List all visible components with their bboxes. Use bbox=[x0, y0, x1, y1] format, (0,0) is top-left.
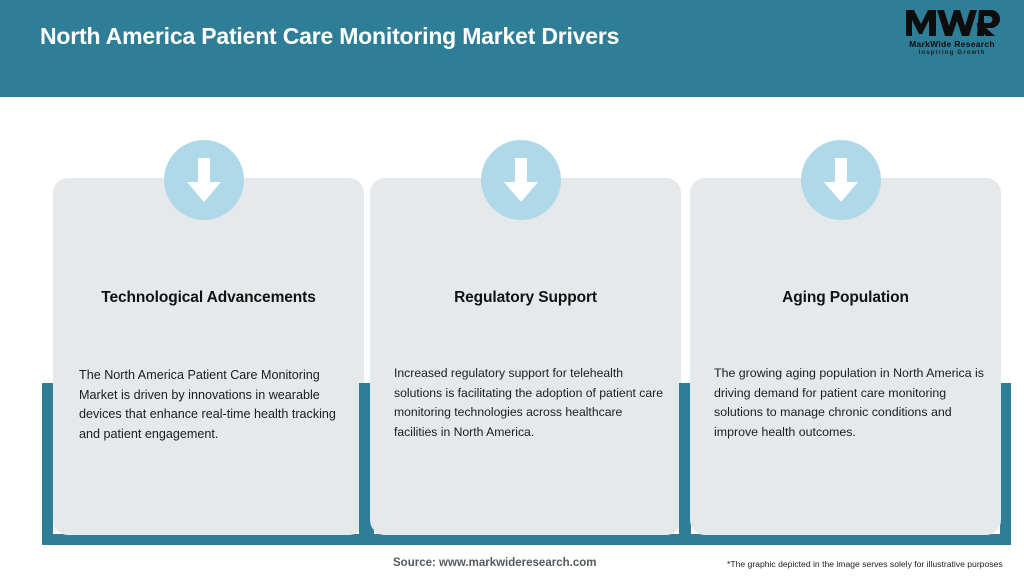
brand-logo: MarkWide Research Inspiring Growth bbox=[898, 8, 1006, 62]
card-title: Technological Advancements bbox=[101, 289, 316, 306]
logo-tagline: Inspiring Growth bbox=[918, 49, 986, 56]
down-arrow-glyph bbox=[824, 158, 858, 202]
down-arrow-glyph bbox=[504, 158, 538, 202]
page-title: North America Patient Care Monitoring Ma… bbox=[40, 23, 620, 49]
driver-card-1[interactable]: Technological Advancements The North Ame… bbox=[36, 140, 374, 550]
card-title: Regulatory Support bbox=[454, 289, 597, 306]
down-arrow-icon bbox=[801, 140, 881, 220]
page-header: North America Patient Care Monitoring Ma… bbox=[0, 0, 1024, 97]
mwr-logomark-icon bbox=[906, 10, 1000, 36]
down-arrow-glyph bbox=[187, 158, 221, 202]
disclaimer-note: *The graphic depicted in the image serve… bbox=[727, 559, 1003, 569]
logo-brand-name: MarkWide Research bbox=[909, 39, 995, 49]
driver-card-2[interactable]: Regulatory Support Increased regulatory … bbox=[353, 140, 691, 550]
down-arrow-icon bbox=[481, 140, 561, 220]
source-label: Source: www.markwideresearch.com bbox=[393, 557, 597, 569]
card-bracket bbox=[679, 383, 1011, 545]
down-arrow-icon bbox=[164, 140, 244, 220]
card-panel: Regulatory Support Increased regulatory … bbox=[370, 178, 681, 535]
card-panel: Technological Advancements The North Ame… bbox=[53, 178, 364, 535]
driver-card-3[interactable]: Aging Population The growing aging popul… bbox=[673, 140, 1011, 550]
card-body-text: The growing aging population in North Am… bbox=[714, 366, 984, 439]
card-title: Aging Population bbox=[782, 289, 909, 306]
card-panel: Aging Population The growing aging popul… bbox=[690, 178, 1001, 535]
card-body-text: The North America Patient Care Monitorin… bbox=[79, 368, 336, 441]
card-body-text: Increased regulatory support for telehea… bbox=[394, 366, 663, 439]
